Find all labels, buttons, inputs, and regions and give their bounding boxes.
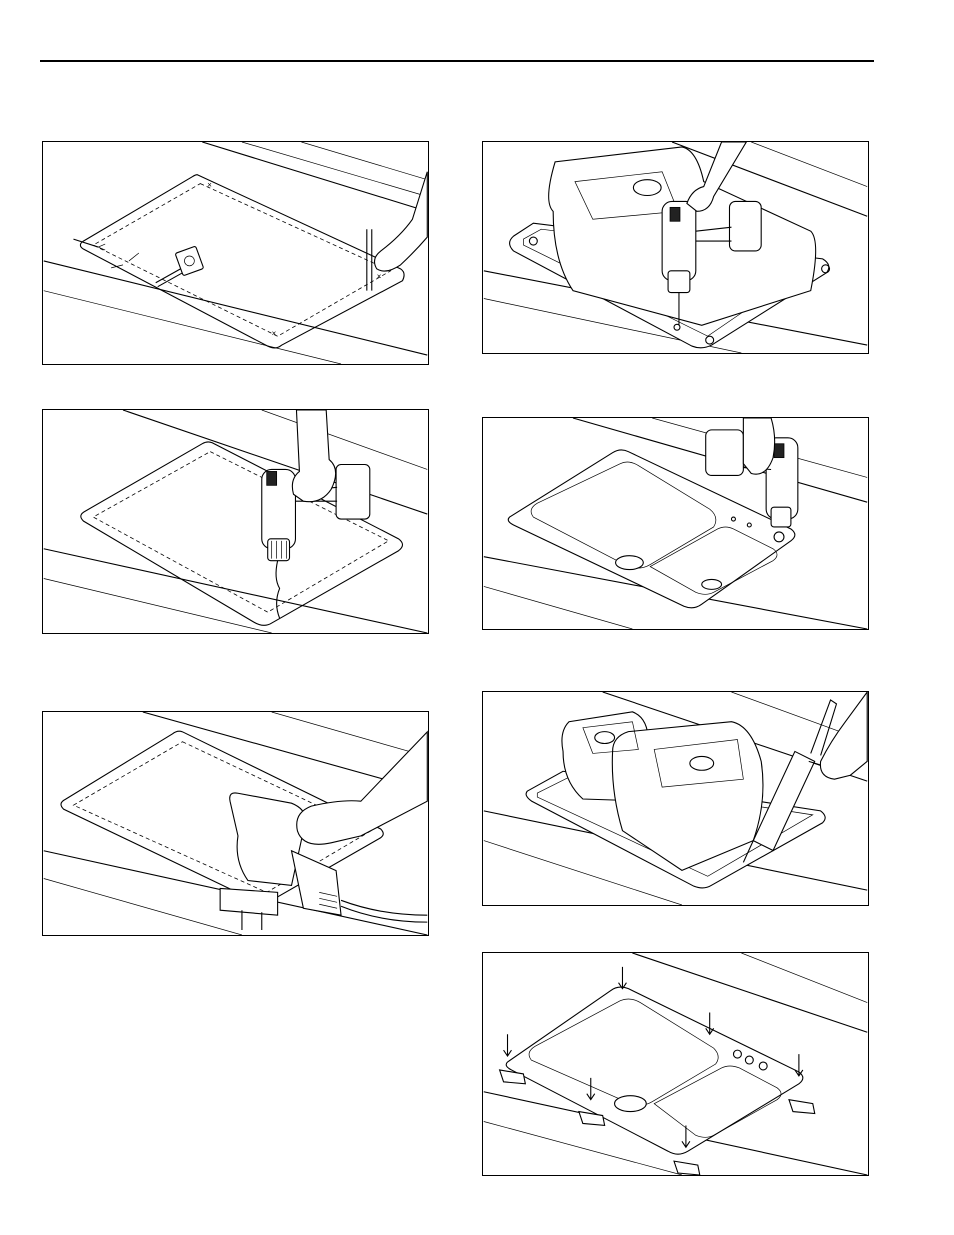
figure-install-clips bbox=[482, 952, 869, 1176]
figure-jigsaw-cut bbox=[42, 711, 429, 936]
header-rule bbox=[40, 60, 874, 62]
hand-icon bbox=[743, 418, 774, 474]
figure-drill-faucet-holes-2 bbox=[482, 417, 869, 630]
figure-drill-pilot-hole bbox=[42, 409, 429, 634]
hand-icon bbox=[297, 732, 428, 844]
svg-text:×: × bbox=[207, 181, 212, 190]
clips-illustration bbox=[483, 953, 868, 1175]
hand-icon bbox=[820, 692, 867, 779]
jigsaw-illustration bbox=[43, 712, 428, 935]
drill-pilot-illustration bbox=[43, 410, 428, 633]
sink-icon bbox=[506, 987, 803, 1154]
figure-measure-mark: × × × bbox=[42, 141, 429, 365]
hand-icon bbox=[374, 172, 427, 271]
figure-apply-caulk bbox=[482, 691, 869, 906]
caulk-illustration bbox=[483, 692, 868, 905]
figure-drill-faucet-holes bbox=[482, 141, 869, 354]
hand-icon bbox=[292, 410, 335, 502]
sink-deck-drill-illustration bbox=[483, 418, 868, 629]
tape-measure-icon bbox=[156, 246, 204, 287]
svg-text:×: × bbox=[377, 272, 382, 281]
svg-text:×: × bbox=[272, 329, 277, 338]
sink-drill-illustration bbox=[483, 142, 868, 353]
measure-illustration: × × × bbox=[43, 142, 428, 364]
